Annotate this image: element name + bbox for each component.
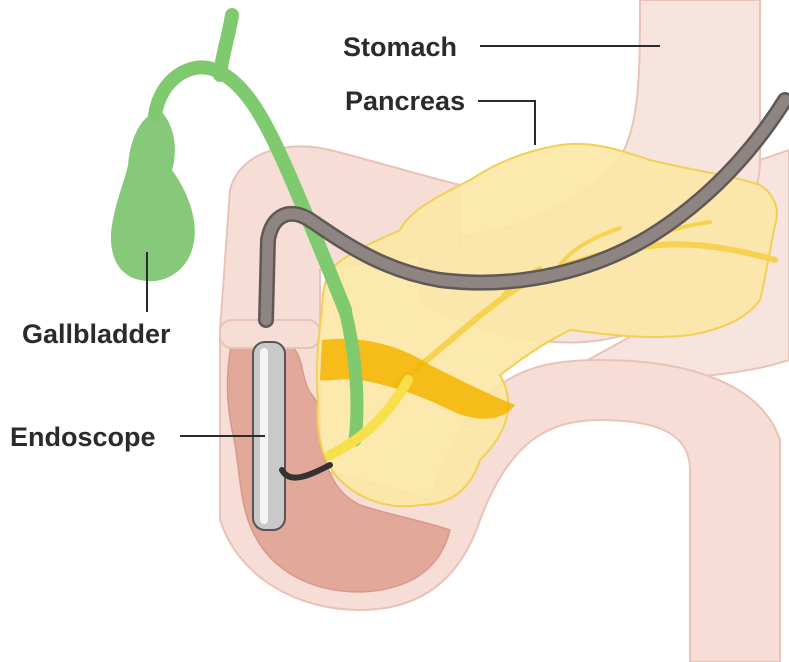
label-stomach: Stomach [343,32,660,62]
label-gallbladder-text: Gallbladder [22,319,171,349]
label-stomach-text: Stomach [343,32,457,62]
label-endoscope-text: Endoscope [10,422,156,452]
label-pancreas-text: Pancreas [345,86,465,116]
label-pancreas-leader [478,101,535,145]
hepatic-duct [220,15,232,75]
label-pancreas: Pancreas [345,86,535,145]
gallbladder-sac [111,110,195,281]
